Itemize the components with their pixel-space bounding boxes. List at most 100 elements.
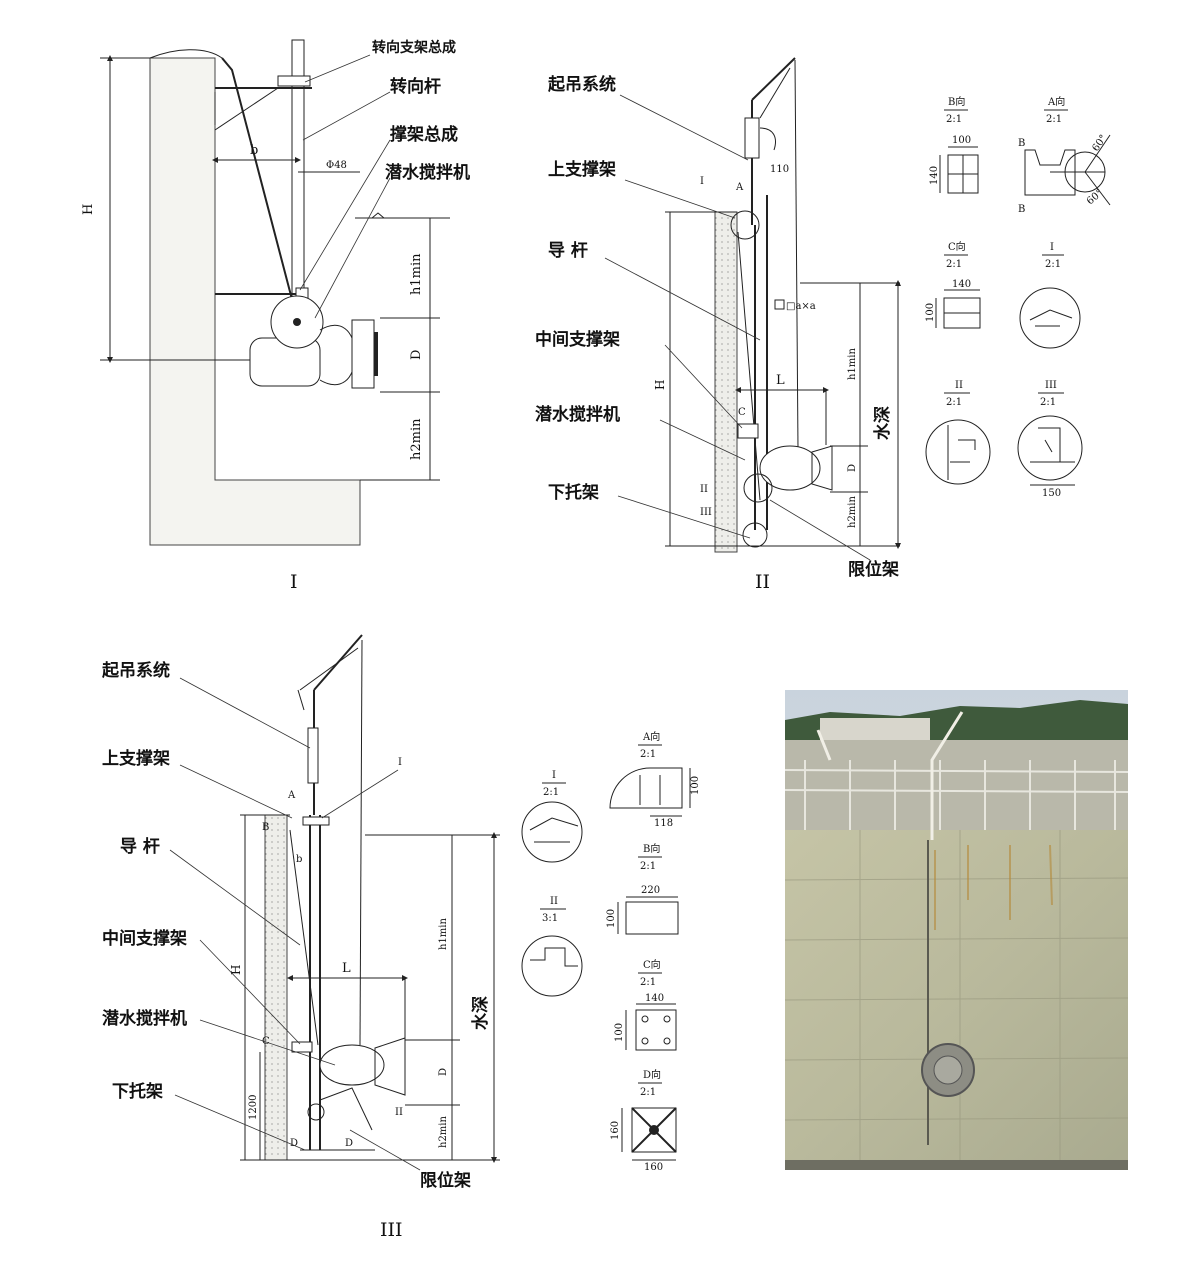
label-steering-rod: 转向杆 xyxy=(390,76,441,97)
detail3-A-height: 100 xyxy=(690,776,701,795)
label-middle-support: 中间支撑架 xyxy=(535,329,620,350)
mixer-body-2 xyxy=(742,445,833,548)
mark-B-3: B xyxy=(262,822,269,833)
detail2-C-width: 140 xyxy=(952,279,971,290)
mixer-body xyxy=(249,295,378,389)
diagram-2: L 110 A I □a×a C II III H h1min D h2min … xyxy=(535,57,901,593)
mark-III: III xyxy=(700,507,712,518)
crane-system-3 xyxy=(297,634,363,1046)
detail3-B-width: 220 xyxy=(641,885,660,896)
detail2-B-title: B向 xyxy=(948,95,965,108)
dim-b: b xyxy=(250,143,258,158)
detail3-II-circle xyxy=(521,935,583,997)
dim-h2min: h2min xyxy=(409,418,424,460)
distant-building xyxy=(820,718,930,740)
label-upper-support: 上支撑架 xyxy=(548,159,616,180)
dim-D-3: D xyxy=(438,1068,449,1076)
dim-D: D xyxy=(409,350,424,360)
detail2-A-bracket xyxy=(1024,134,1111,206)
dim-L-3: L xyxy=(342,961,351,976)
dim-h2min-3: h2min xyxy=(438,1116,449,1148)
detail2-II-circle xyxy=(925,419,991,485)
detail3-A-width: 118 xyxy=(654,818,673,829)
detail3-A-title: A向 xyxy=(642,730,660,743)
label-upper-support-3: 上支撑架 xyxy=(102,748,170,769)
label-submersible-mixer: 潜水搅拌机 xyxy=(385,162,470,183)
caption-II: II xyxy=(755,571,770,593)
dim-H: H xyxy=(81,204,96,215)
detail2-III-title: III xyxy=(1045,380,1057,391)
crane-arms xyxy=(816,711,964,840)
diagram-3: L H 1200 A I B b C D D II h1min D h2min … xyxy=(101,634,500,1241)
label-limit-frame-3: 限位架 xyxy=(420,1170,471,1191)
mark-I-3: I xyxy=(398,757,402,768)
mark-D2-3: D xyxy=(345,1138,353,1149)
mixer-body-3 xyxy=(307,1037,406,1131)
label-lifting-system: 起吊系统 xyxy=(547,74,616,95)
dim-D-2: D xyxy=(847,464,858,472)
label-middle-support-3: 中间支撑架 xyxy=(102,928,187,949)
mark-C: C xyxy=(738,407,746,418)
concrete-wall xyxy=(149,57,361,546)
label-lower-bracket: 下托架 xyxy=(548,482,599,503)
detail2-C-title: C向 xyxy=(948,240,966,253)
wall-section xyxy=(714,211,738,553)
dim-H-3: H xyxy=(229,965,243,975)
detail3-B-scale: 2:1 xyxy=(640,861,656,872)
pivot-clamp xyxy=(277,75,311,87)
label-guide-rod-3: 导 杆 xyxy=(120,837,160,857)
mark-II: II xyxy=(700,484,708,495)
detail3-D-height: 160 xyxy=(610,1121,621,1140)
mark-square-a: □a×a xyxy=(786,301,816,312)
dim-h1min: h1min xyxy=(409,253,424,295)
mark-I: I xyxy=(700,176,704,187)
detail2-III-width: 150 xyxy=(1042,488,1061,499)
lifting-cable xyxy=(221,57,301,331)
detail2-C-scale: 2:1 xyxy=(946,259,962,270)
railings xyxy=(784,760,1129,840)
detail3-C-plate xyxy=(635,1009,677,1051)
mark-A-3: A xyxy=(287,790,296,801)
detail3-B-plate xyxy=(625,901,679,935)
detail3-B-title: B向 xyxy=(643,842,660,855)
detail2-A-angle2: 60° xyxy=(1085,187,1106,207)
detail3-II-title: II xyxy=(550,896,558,907)
label-water-depth-2: 水深 xyxy=(872,406,893,440)
detail3-D-title: D向 xyxy=(643,1068,661,1081)
dim-h2min-2: h2min xyxy=(847,496,858,528)
wall-section-3 xyxy=(264,814,288,1161)
dim-L: L xyxy=(776,373,785,388)
detail2-III-scale: 2:1 xyxy=(1040,397,1056,408)
label-limit-frame: 限位架 xyxy=(848,559,899,580)
detail2-I-scale: 2:1 xyxy=(1045,259,1061,270)
detail2-B-width: 100 xyxy=(952,135,971,146)
detail2-II-scale: 2:1 xyxy=(946,397,962,408)
mark-II-3: II xyxy=(395,1107,403,1118)
detail3-I-circle xyxy=(521,801,583,863)
dim-H-2: H xyxy=(653,380,667,390)
detail2-A-title: A向 xyxy=(1047,95,1065,108)
detail2-I-title: I xyxy=(1050,242,1054,253)
caption-I: I xyxy=(290,571,298,593)
detail2-A-scale: 2:1 xyxy=(1046,114,1062,125)
detail3-I-title: I xyxy=(552,770,556,781)
detail3-II-scale: 3:1 xyxy=(542,913,558,924)
mark-D1-3: D xyxy=(290,1138,298,1149)
detail3-C-width: 140 xyxy=(645,993,664,1004)
detail3-C-title: C向 xyxy=(643,958,661,971)
detail3-I-scale: 2:1 xyxy=(543,787,559,798)
dim-h1min-2: h1min xyxy=(847,348,858,380)
detail3-C-scale: 2:1 xyxy=(640,977,656,988)
details-3: I 2:1 II 3:1 A向 2:1 100 118 B向 2:1 220 1… xyxy=(521,730,701,1173)
detail2-B-scale: 2:1 xyxy=(946,114,962,125)
detail2-B-height: 140 xyxy=(929,166,940,185)
dim-1200: 1200 xyxy=(248,1095,259,1120)
mark-b-3: b xyxy=(296,854,302,865)
detail2-C-height: 100 xyxy=(925,303,936,322)
detail3-C-height: 100 xyxy=(614,1023,625,1042)
detail2-A-B2: B xyxy=(1018,204,1025,215)
detail3-A-scale: 2:1 xyxy=(640,749,656,760)
detail3-A-bracket xyxy=(609,767,683,809)
label-lifting-system-3: 起吊系统 xyxy=(101,660,170,681)
caption-III: III xyxy=(380,1219,403,1241)
